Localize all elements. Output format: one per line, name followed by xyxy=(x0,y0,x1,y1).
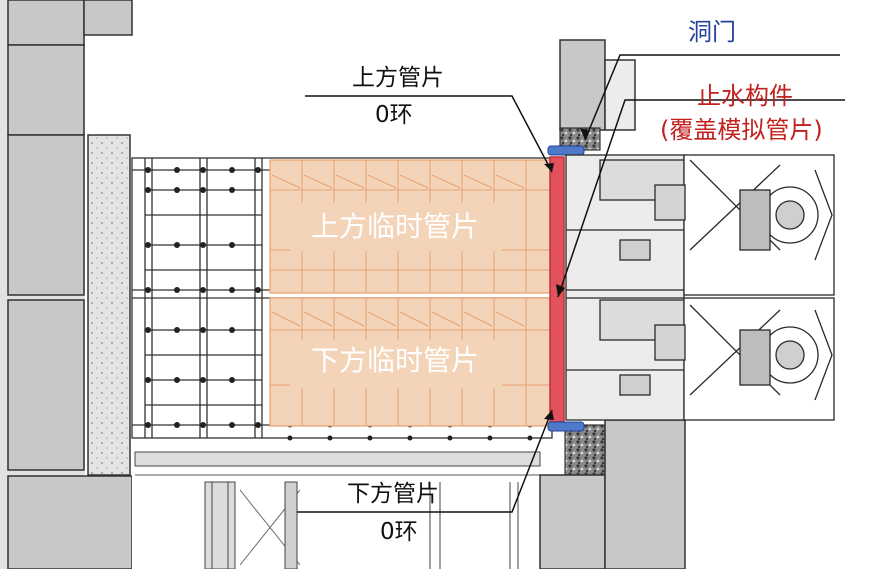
lower-temp-segments xyxy=(269,297,553,427)
portal-seal xyxy=(547,145,585,432)
tunnel-portal-label: 洞门 xyxy=(688,18,736,46)
leader-arrowheads xyxy=(544,128,590,420)
bottom-frame xyxy=(132,451,542,569)
upper-temp-segments xyxy=(269,159,553,294)
upper-segment-label: 上方管片 xyxy=(352,65,444,91)
leader-lines xyxy=(297,54,845,513)
upper-temp-label: 上方临时管片 xyxy=(311,210,480,243)
lower-temp-label: 下方临时管片 xyxy=(311,344,480,377)
frame-bolts xyxy=(145,167,533,441)
upper-ring-label: 0环 xyxy=(375,102,413,128)
shield-machine-icon xyxy=(565,154,835,421)
lower-segment-label: 下方管片 xyxy=(347,481,439,507)
seal-label-line1: 止水构件 xyxy=(697,82,793,110)
seal-label-line2: (覆盖模拟管片) xyxy=(660,116,823,144)
lower-ring-label: 0环 xyxy=(380,519,418,545)
left-wall xyxy=(0,0,133,569)
